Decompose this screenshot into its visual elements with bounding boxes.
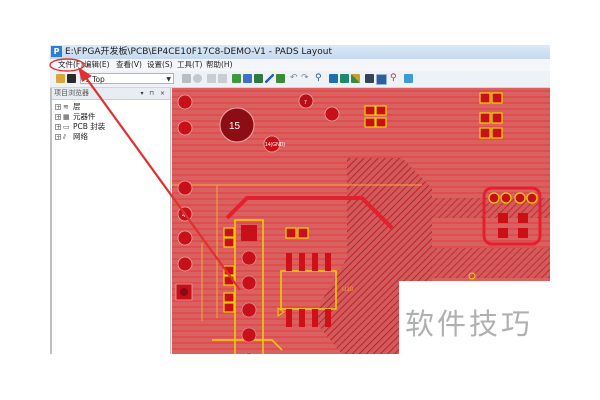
expand-icon[interactable]: + [55, 104, 62, 111]
menu-file[interactable]: 文件(F) [58, 60, 84, 69]
tree-item-pcb-footprints[interactable]: +▭PCB 封装 [52, 122, 170, 132]
view-icon[interactable] [365, 74, 374, 83]
drc-icon[interactable]: ⚲ [390, 73, 397, 83]
via-label-gnd: 14(GND) [265, 142, 285, 148]
split-icon[interactable] [404, 74, 413, 83]
project-tree: +≋层 +▦元器件 +▭PCB 封装 +⫽网络 [52, 100, 170, 142]
pad-label: 4 [182, 212, 186, 219]
menu-help[interactable]: 帮助(H) [206, 60, 233, 69]
tree-item-layers[interactable]: +≋ 层 [52, 102, 170, 112]
panel-controls[interactable]: ▾ ⊓ × [140, 90, 167, 97]
chevron-down-icon: ▼ [166, 76, 171, 83]
watermark-box: 软件技巧 [399, 281, 550, 354]
watermark-text: 软件技巧 [405, 307, 534, 341]
save-icon[interactable] [67, 74, 76, 83]
tree-item-nets[interactable]: +⫽ 网络 [52, 132, 170, 142]
layer-select-value: 1 Top [85, 75, 105, 84]
select-icon[interactable] [207, 74, 216, 83]
pen-icon[interactable] [351, 74, 360, 83]
tree-item-label: 层 [73, 102, 81, 111]
menu-edit[interactable]: 编辑(E) [84, 60, 110, 69]
zoom-icon[interactable]: ⚲ [315, 73, 322, 83]
shape-icon[interactable] [340, 74, 349, 83]
nets-icon: ⫽ [63, 133, 67, 141]
component-icon[interactable] [276, 74, 285, 83]
select-all-icon[interactable] [218, 74, 227, 83]
project-browser-header: 项目浏览器 ▾ ⊓ × [52, 88, 170, 100]
expand-icon[interactable]: + [55, 134, 62, 141]
project-browser-panel: 项目浏览器 ▾ ⊓ × +≋层 +▦元器件 +▭PCB 封装 +⫽网络 [50, 88, 171, 354]
pads-logo-icon: P [51, 46, 62, 57]
refresh-icon[interactable] [193, 74, 202, 83]
via-label-7: 7 [304, 100, 307, 106]
menu-tools[interactable]: 工具(T) [177, 60, 203, 69]
line-icon[interactable] [265, 74, 274, 83]
footprint-icon: ▭ [63, 123, 70, 131]
folder-open-icon[interactable] [56, 74, 65, 83]
via-label-15: 15 [229, 121, 241, 132]
ref-designator: U10 [342, 287, 354, 293]
expand-icon[interactable]: + [55, 124, 62, 131]
tree-item-label: 网络 [73, 132, 88, 141]
grid-icon[interactable] [243, 74, 252, 83]
expand-icon[interactable]: + [55, 114, 62, 121]
window-title: E:\FPGA开发板\PCB\EP4CE10F17C8-DEMO-V1 - PA… [65, 47, 332, 57]
component-icon: ▦ [63, 113, 70, 121]
board-icon[interactable] [254, 74, 263, 83]
project-browser-title: 项目浏览器 [54, 89, 89, 97]
menu-view[interactable]: 查看(V) [116, 60, 142, 69]
properties-icon[interactable] [182, 74, 191, 83]
title-bar: P E:\FPGA开发板\PCB\EP4CE10F17C8-DEMO-V1 - … [50, 45, 550, 59]
toolbar: 1 Top ▼ ↶ ↷ ⚲ ⚲ [50, 71, 550, 88]
tree-item-label: PCB 封装 [73, 122, 106, 131]
layer-icon[interactable] [329, 74, 338, 83]
undo-icon[interactable]: ↶ [290, 73, 298, 83]
redo-icon[interactable]: ↷ [301, 73, 309, 83]
menu-bar: 文件(F) 编辑(E) 查看(V) 设置(S) 工具(T) 帮助(H) [50, 59, 550, 71]
tree-item-label: 元器件 [73, 112, 96, 121]
layout-icon[interactable] [376, 74, 387, 85]
tree-item-components[interactable]: +▦元器件 [52, 112, 170, 122]
layers-icon: ≋ [63, 103, 69, 111]
layer-select[interactable]: 1 Top ▼ [80, 73, 174, 84]
route-icon[interactable] [232, 74, 241, 83]
menu-settings[interactable]: 设置(S) [147, 60, 173, 69]
